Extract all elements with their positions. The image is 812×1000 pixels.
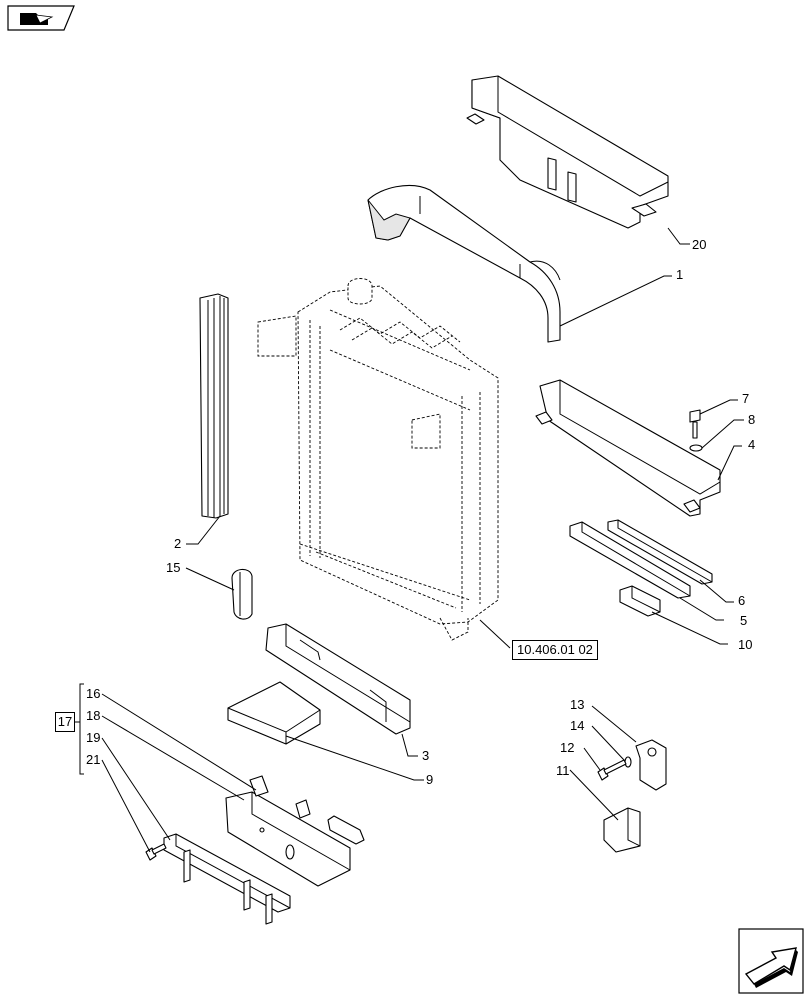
callout-20: 19 [86, 730, 101, 745]
part-2-vertical-strip [199, 293, 229, 519]
part-6-foam-strip [607, 519, 713, 585]
part-15-bolt [597, 759, 627, 781]
callout-11: 20 [692, 237, 707, 252]
part-8-washer [689, 444, 703, 452]
part-5-foam-strip [569, 521, 691, 599]
callout-18: 16 [86, 686, 101, 701]
part-12-pad [603, 807, 641, 853]
callout-10: 10 [738, 637, 753, 652]
part-21-small-bolt [145, 843, 167, 861]
book-back-icon [7, 5, 75, 31]
callout-1: 1 [676, 267, 684, 282]
group-callout-17: 17 [55, 712, 75, 732]
part-11-top-bracket [466, 75, 669, 229]
part-14-washer [624, 756, 632, 768]
part-4-lower-bracket [535, 379, 721, 517]
callout-14: 14 [570, 718, 585, 733]
callout-21: 21 [86, 752, 101, 767]
callout-9: 9 [426, 772, 434, 787]
callout-12: 11 [556, 763, 570, 778]
callout-16: 15 [166, 560, 181, 575]
callout-19: 18 [86, 708, 101, 723]
radiator-reference-assembly [257, 278, 499, 641]
part-7-bolt [689, 409, 701, 439]
leader-lines [74, 227, 744, 853]
callout-15: 12 [560, 740, 575, 755]
part-19-21-lower-bracket [163, 833, 291, 925]
callout-4: 4 [748, 437, 756, 452]
part-10-foam-block [619, 585, 661, 617]
callout-13: 13 [570, 697, 585, 712]
part-9-foam-pad [227, 681, 321, 745]
part-3-stepped-foam [265, 623, 411, 735]
reference-link[interactable]: 10.406.01 02 [512, 640, 598, 660]
back-button[interactable] [6, 5, 76, 31]
callout-8: 8 [748, 412, 756, 427]
next-page-arrow-icon [738, 928, 804, 994]
callout-7: 7 [742, 391, 750, 406]
part-16-clip [231, 568, 253, 620]
callout-6: 6 [738, 593, 746, 608]
next-page-button[interactable] [738, 928, 804, 994]
part-1-curved-seal [367, 184, 561, 343]
callout-5: 5 [740, 613, 748, 628]
part-18-20-upper-bracket [225, 775, 365, 887]
part-13-plate [635, 739, 667, 791]
callout-2: 2 [174, 536, 182, 551]
callout-3: 3 [422, 748, 430, 763]
